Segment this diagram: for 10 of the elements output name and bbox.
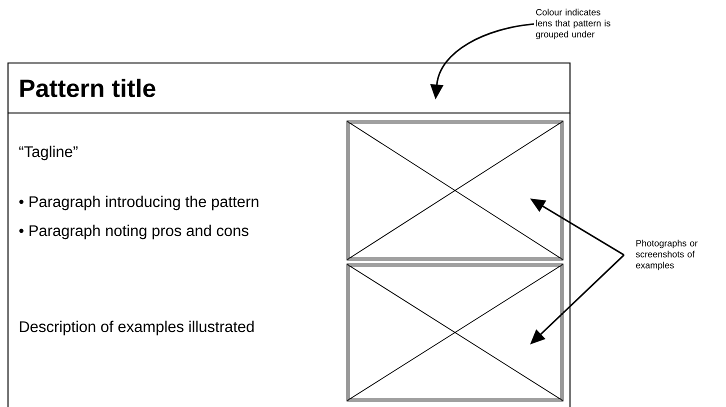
bullet-text: • Paragraph introducing the pattern	[19, 196, 258, 210]
content-panel	[7, 112, 571, 407]
annotation-text: Colour indicates lens that pattern is grouped under	[536, 8, 610, 40]
description-text: Description of examples illustrated	[20, 320, 254, 336]
title-band: Pattern title	[7, 62, 571, 114]
bullet-text: • Paragraph noting pros and cons	[19, 224, 248, 240]
image-placeholder	[346, 264, 564, 402]
annotation-text: Photographs or screenshots of examples	[636, 240, 698, 270]
tagline: “Tagline”	[19, 146, 78, 160]
image-placeholder	[346, 120, 564, 260]
